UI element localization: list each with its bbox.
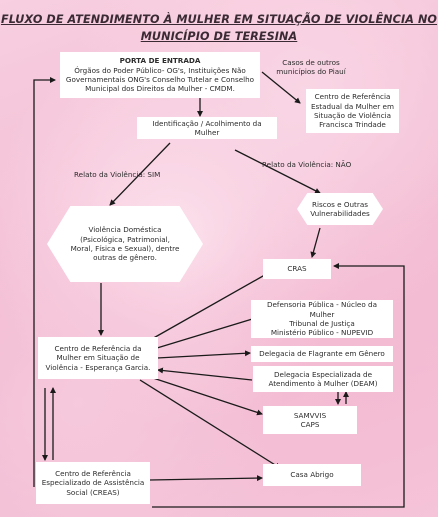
defensoria-line1: Defensoria Pública - Núcleo da Mulher — [266, 300, 378, 319]
creas-line2: Especializado de Assistência — [41, 478, 145, 488]
outros-municipios-label: Casos de outros municípios do Piauí — [266, 58, 356, 76]
violencia-domestica-box: Violência Doméstica (Psicológica, Patrim… — [47, 206, 203, 282]
deam-box: Delegacia Especializada de Atendimento à… — [253, 366, 393, 392]
outros-line1: Casos de outros — [282, 58, 340, 67]
arrow-loop-cras — [152, 263, 405, 508]
defensoria-line2: Tribunal de Justiça — [289, 319, 355, 328]
estadual-line4: Francisca Trindade — [319, 120, 386, 130]
riscos-box: Riscos e Outras Vulnerabilidades — [297, 193, 383, 225]
arrow-identificacao-violencia — [109, 142, 171, 206]
violencia-line4: outras de gênero. — [93, 253, 157, 263]
diagram-title-line1: FLUXO DE ATENDIMENTO À MULHER EM SITUAÇÃ… — [0, 13, 438, 26]
arrow-centro-casa — [139, 379, 281, 469]
arrow-identificacao-riscos — [234, 149, 321, 194]
violencia-line1: Violência Doméstica — [88, 225, 162, 235]
cras-label: CRAS — [287, 264, 307, 274]
arrow-centro-flagrante — [156, 350, 251, 359]
deam-line2: Atendimento à Mulher (DEAM) — [268, 379, 378, 388]
flagrante-label: Delegacia de Flagrante em Gênero — [259, 349, 385, 359]
estadual-line3: Situação de Violência — [313, 111, 392, 120]
samvvis-line1: SAMVVIS — [293, 410, 327, 420]
centro-estadual-box: Centro de Referência Estadual da Mulher … — [306, 89, 399, 133]
identificacao-box: Identificação / Acolhimento da Mulher — [137, 117, 277, 139]
riscos-line1: Riscos e Outras — [312, 199, 368, 209]
arrow-creas-entrada — [33, 77, 56, 487]
centro-referencia-mulher-box: Centro de Referência da Mulher em Situaç… — [38, 337, 158, 379]
casa-abrigo-label: Casa Abrigo — [290, 470, 334, 480]
creas-box: Centro de Referência Especializado de As… — [36, 462, 150, 504]
violencia-line2: (Psicológica, Patrimonial, — [80, 234, 170, 244]
arrow-deam-centro — [157, 367, 253, 381]
samvvis-line2: CAPS — [300, 420, 320, 429]
relato-nao-label: Relato da Violência: NÃO — [262, 160, 352, 169]
arrow-centro-defensoria — [156, 314, 263, 349]
porta-entrada-box: PORTA DE ENTRADA Órgãos do Poder Público… — [60, 52, 260, 98]
centro-line2: Mulher em Situação de — [56, 353, 140, 363]
centro-line1: Centro de Referência da — [54, 343, 142, 353]
porta-entrada-line2: Governamentais ONG's Conselho Tutelar e … — [65, 75, 255, 84]
porta-entrada-title: PORTA DE ENTRADA — [119, 56, 201, 66]
creas-line1: Centro de Referência — [55, 468, 131, 478]
outros-line2: municípios do Piauí — [276, 67, 346, 76]
diagram-title-line2: MUNICÍPIO DE TERESINA — [140, 30, 298, 43]
relato-sim-label: Relato da Violência: SIM — [74, 170, 161, 179]
arrow-riscos-cras — [310, 227, 321, 258]
identificacao-label: Identificação / Acolhimento da Mulher — [152, 118, 262, 137]
arrow-centro-cras — [149, 271, 271, 341]
riscos-line2: Vulnerabilidades — [310, 209, 370, 218]
defensoria-line3: Ministério Público - NUPEVID — [270, 328, 374, 338]
arrow-entrada-estadual — [261, 71, 301, 104]
samvvis-box: SAMVVIS CAPS — [263, 406, 357, 434]
arrow-centro-samvvis — [149, 376, 263, 416]
estadual-line1: Centro de Referência — [314, 92, 391, 102]
defensoria-box: Defensoria Pública - Núcleo da Mulher Tr… — [251, 300, 393, 338]
porta-entrada-line1: Órgãos do Poder Público- OG's, Instituiç… — [74, 65, 246, 75]
delegacia-flagrante-box: Delegacia de Flagrante em Gênero — [251, 346, 393, 362]
estadual-line2: Estadual da Mulher em — [311, 101, 394, 111]
deam-line1: Delegacia Especializada de — [273, 369, 372, 379]
porta-entrada-line3: Municipal dos Direitos da Mulher - CMDM. — [85, 84, 235, 94]
casa-abrigo-box: Casa Abrigo — [263, 464, 361, 486]
cras-box: CRAS — [263, 259, 331, 279]
arrow-creas-casa — [149, 475, 263, 482]
violencia-line3: Moral, Física e Sexual), dentre — [70, 244, 180, 253]
creas-line3: Social (CREAS) — [66, 487, 120, 497]
centro-line3: Violência - Esperança Garcia. — [45, 362, 151, 372]
